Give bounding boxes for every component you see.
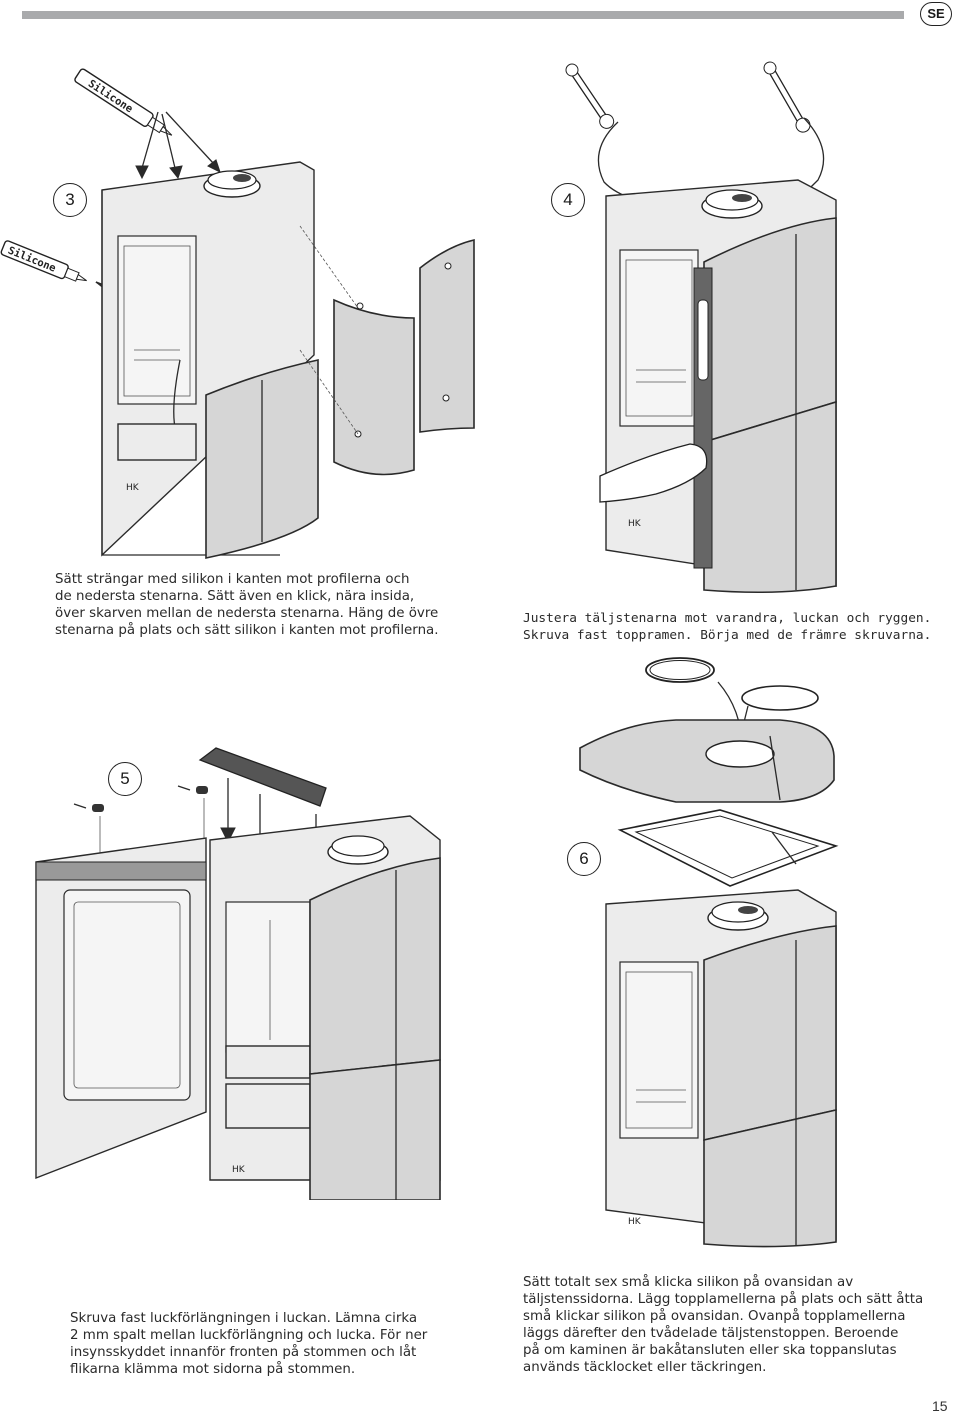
header-rule	[22, 11, 904, 19]
step-3-caption: Sätt strängar med silikon i kanten mot p…	[55, 572, 439, 638]
step5-illustration: HK	[35, 747, 441, 1200]
step-5-caption: Skruva fast luckförlängningen i luckan. …	[70, 1311, 428, 1377]
step3-illustration: Silicone Silicone HK	[0, 68, 475, 559]
page-number: 15	[932, 1398, 948, 1414]
step6-illustration: HK	[579, 657, 839, 1248]
step-4-number: 4	[551, 183, 585, 217]
language-badge: SE	[920, 2, 952, 26]
stove-badge-3: HK	[126, 483, 140, 493]
stove-badge-6: HK	[628, 1217, 642, 1227]
step-6-number: 6	[567, 842, 601, 876]
silicone-tube-1: Silicone	[74, 68, 173, 136]
step-4-caption: Justera täljstenarna mot varandra, lucka…	[523, 611, 932, 643]
step4-illustration: HK	[565, 61, 837, 594]
stove-badge-4: HK	[628, 519, 642, 529]
step-5-number: 5	[108, 762, 142, 796]
silicone-tube-2: Silicone	[0, 240, 87, 282]
step-6-caption: Sätt totalt sex små klicka silikon på ov…	[523, 1275, 924, 1375]
stove-badge-5: HK	[232, 1165, 246, 1175]
silicone-label-1: Silicone	[86, 78, 135, 116]
step-3-number: 3	[53, 183, 87, 217]
